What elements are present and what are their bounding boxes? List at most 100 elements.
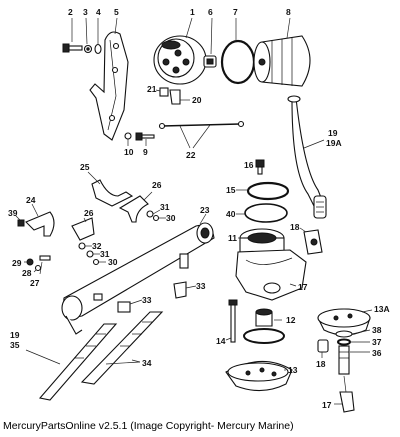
callout-23: 23 [200,205,210,215]
o-ring-part-37[interactable] [337,338,370,346]
hose-part-34-upper[interactable] [80,311,164,385]
clamp-part-26-middle[interactable] [71,217,95,241]
callout-30-lower: 30 [108,257,118,267]
callout-25: 25 [80,162,90,172]
leader-lines-top-left [71,17,118,45]
callout-labels: 2 3 4 5 1 6 7 8 21 20 10 9 22 19 19A 16 … [8,7,390,410]
screw-part-27[interactable] [39,255,51,275]
callout-19-lower: 19 [10,330,20,340]
fitting-part-33-right[interactable] [173,281,197,299]
callout-16: 16 [244,160,254,170]
callout-17-lower: 17 [322,400,332,410]
gasket-part-40[interactable] [236,203,288,223]
mounting-bracket-part-5[interactable] [89,31,129,141]
callout-5: 5 [114,7,119,17]
callout-2: 2 [68,7,73,17]
filter-adapter-part-1[interactable] [153,17,207,85]
callout-33-left: 33 [142,295,152,305]
callout-11: 11 [228,233,237,243]
washer-part-10[interactable] [124,132,132,146]
callout-37: 37 [372,337,382,347]
callout-13: 13 [288,365,298,375]
callout-35: 35 [10,340,20,350]
callout-26-middle: 26 [84,208,94,218]
cover-part-13[interactable] [225,360,293,392]
callout-12: 12 [286,315,296,325]
nut-part-30-lower[interactable] [92,258,107,266]
callout-1: 1 [190,7,195,17]
clamp-part-24[interactable] [25,203,55,237]
callout-33-right: 33 [196,281,206,291]
copyright-caption: MercuryPartsOnline v2.5.1 (Image Copyrig… [3,420,294,432]
bolt-part-9[interactable] [135,132,155,146]
plug-part-16[interactable] [255,159,265,175]
callout-9: 9 [143,147,148,157]
callout-28: 28 [22,268,32,278]
callout-39: 39 [8,208,18,218]
screw-part-31-lower[interactable] [86,250,100,258]
bolt-part-14[interactable] [225,299,238,343]
callout-32: 32 [92,241,102,251]
hose-part-34-lower[interactable] [38,323,118,401]
callout-30-upper: 30 [166,213,176,223]
callout-6: 6 [208,7,213,17]
callout-29: 29 [12,258,22,268]
elbow-fitting-part-20[interactable] [169,89,190,105]
callout-22: 22 [186,150,196,160]
callout-20: 20 [192,95,202,105]
screw-part-32[interactable] [78,242,92,250]
nut-part-29[interactable] [24,258,34,266]
callout-19a: 19A [326,138,342,148]
washer-part-4[interactable] [94,43,102,55]
callout-18-lower: 18 [316,359,326,369]
nipple-part-12[interactable] [255,308,282,327]
washer-part-3[interactable] [83,44,93,54]
callout-38: 38 [372,325,382,335]
callout-17-upper: 17 [298,282,308,292]
cover-part-13a[interactable] [317,308,373,336]
oil-cooler-part-23[interactable] [61,213,215,335]
gasket-ring-lower[interactable] [243,328,285,344]
callout-36: 36 [372,348,382,358]
fitting-part-18-lower[interactable] [317,339,329,358]
fitting-part-6[interactable] [203,17,217,68]
callout-34: 34 [142,358,152,368]
clamp-part-26-upper[interactable] [118,191,153,223]
fitting-part-18-upper[interactable] [299,227,323,255]
callout-15: 15 [226,185,236,195]
callout-14: 14 [216,336,226,346]
callout-18-upper: 18 [290,222,300,232]
o-ring-part-15[interactable] [236,181,290,201]
callout-3: 3 [83,7,88,17]
elbow-part-17-lower[interactable] [334,391,355,413]
fitting-part-36[interactable] [338,345,370,375]
callout-7: 7 [233,7,238,17]
callout-21: 21 [147,84,157,94]
callout-27: 27 [30,278,40,288]
callout-31-lower: 31 [100,249,110,259]
clamp-part-25[interactable] [87,171,134,207]
callout-19-upper: 19 [328,128,338,138]
callout-31-upper: 31 [160,202,170,212]
elbow-fitting-part-21[interactable] [155,87,169,97]
leader-lines-34-35 [25,349,141,365]
washer-part-28[interactable] [33,264,42,273]
callout-8: 8 [286,7,291,17]
callout-26-upper: 26 [152,180,162,190]
filter-base-part-11[interactable] [235,228,307,301]
callout-10: 10 [124,147,134,157]
fitting-part-33-left[interactable] [117,299,143,313]
callout-24: 24 [26,195,36,205]
screw-part-31-upper[interactable] [146,209,161,218]
bolt-part-2[interactable] [62,43,83,53]
oil-line-part-19[interactable] [287,95,327,219]
screw-part-39[interactable] [15,215,25,227]
callout-4: 4 [96,7,101,17]
wire-assembly-part-22[interactable] [158,120,245,149]
callout-40: 40 [226,209,236,219]
o-ring-part-7[interactable] [220,18,256,85]
washer-part-38[interactable] [335,329,371,338]
oil-filter-part-8[interactable] [253,17,311,87]
nut-part-30-upper[interactable] [152,214,167,222]
